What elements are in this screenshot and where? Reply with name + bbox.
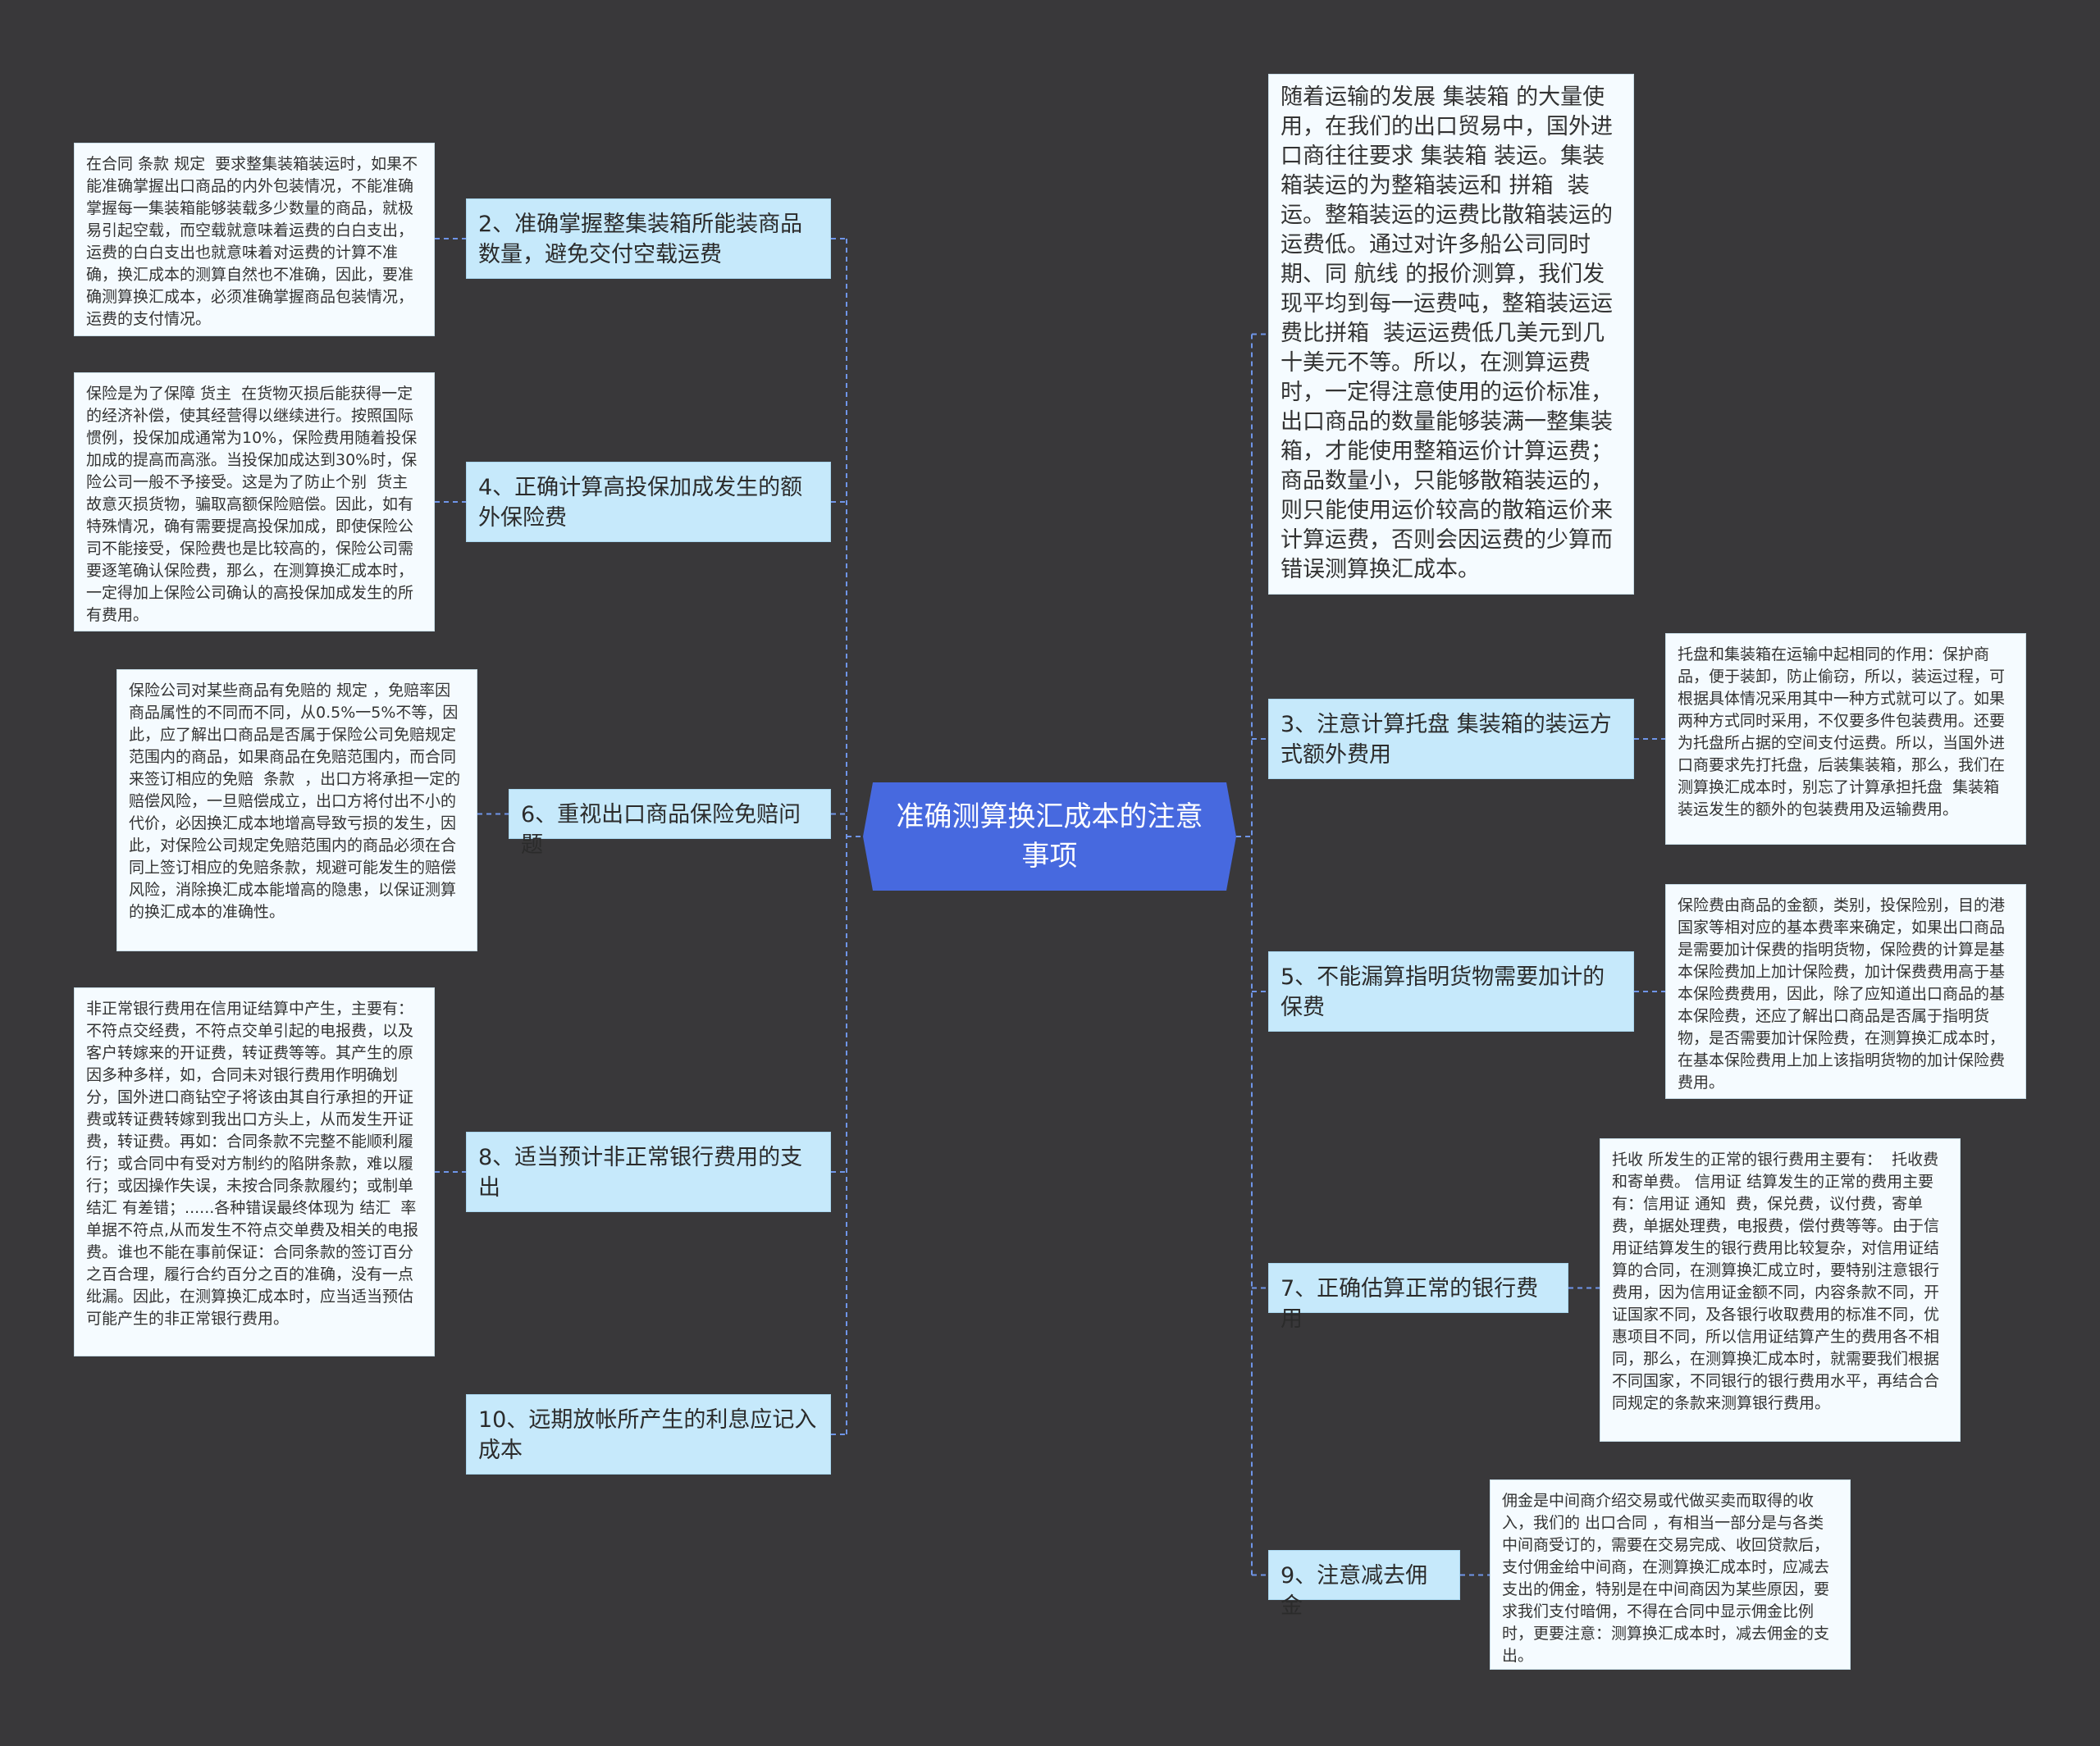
- topic-8-abnormal-bank-fees[interactable]: 8、适当预计非正常银行费用的支出: [466, 1132, 831, 1212]
- central-topic[interactable]: 准确测算换汇成本的注意事项: [863, 782, 1236, 891]
- note-container-shipping: 随着运输的发展 集装箱 的大量使用，在我们的出口贸易中，国外进口商往往要求 集装…: [1268, 74, 1634, 595]
- note-8-abnormal-bank-fees: 非正常银行费用在信用证结算中产生，主要有：不符点交经费，不符点交单引起的电报费，…: [74, 987, 435, 1356]
- topic-7-normal-bank-fees[interactable]: 7、正确估算正常的银行费用: [1268, 1263, 1568, 1332]
- note-7-normal-bank-fees: 托收 所发生的正常的银行费用主要有： 托收费和寄单费。 信用证 结算发生的正常的…: [1600, 1138, 1961, 1442]
- topic-2-container-quantity[interactable]: 2、准确掌握整集装箱所能装商品数量，避免交付空载运费: [466, 198, 831, 279]
- note-9-deduct-commission: 佣金是中间商介绍交易或代做买卖而取得的收入，我们的 出口合同 ，有相当一部分是与…: [1490, 1479, 1851, 1670]
- topic-10-deferred-payment-interest[interactable]: 10、远期放帐所产生的利息应记入成本: [466, 1394, 831, 1475]
- topic-9-deduct-commission[interactable]: 9、注意减去佣金: [1268, 1550, 1460, 1619]
- topic-5-named-goods-premium[interactable]: 5、不能漏算指明货物需要加计的保费: [1268, 951, 1634, 1032]
- note-6-insurance-franchise: 保险公司对某些商品有免赔的 规定 ，免赔率因商品属性的不同而不同，从0.5%一5…: [116, 669, 477, 951]
- note-3-pallet-container-costs: 托盘和集装箱在运输中起相同的作用：保护商品，便于装卸，防止偷窃，所以，装运过程，…: [1665, 633, 2026, 845]
- note-2-container-quantity: 在合同 条款 规定 要求整集装箱装运时，如果不能准确掌握出口商品的内外包装情况，…: [74, 143, 435, 336]
- topic-6-insurance-franchise[interactable]: 6、重视出口商品保险免赔问题: [509, 789, 831, 858]
- central-topic-label: 准确测算换汇成本的注意事项: [896, 800, 1203, 873]
- topic-4-extra-insurance[interactable]: 4、正确计算高投保加成发生的额外保险费: [466, 462, 831, 542]
- note-4-extra-insurance: 保险是为了保障 货主 在货物灭损后能获得一定的经济补偿，使其经营得以继续进行。按…: [74, 372, 435, 631]
- note-5-named-goods-premium: 保险费由商品的金额，类别，投保险别，目的港国家等相对应的基本费率来确定，如果出口…: [1665, 884, 2026, 1099]
- topic-3-pallet-container-costs[interactable]: 3、注意计算托盘 集装箱的装运方式额外费用: [1268, 699, 1634, 779]
